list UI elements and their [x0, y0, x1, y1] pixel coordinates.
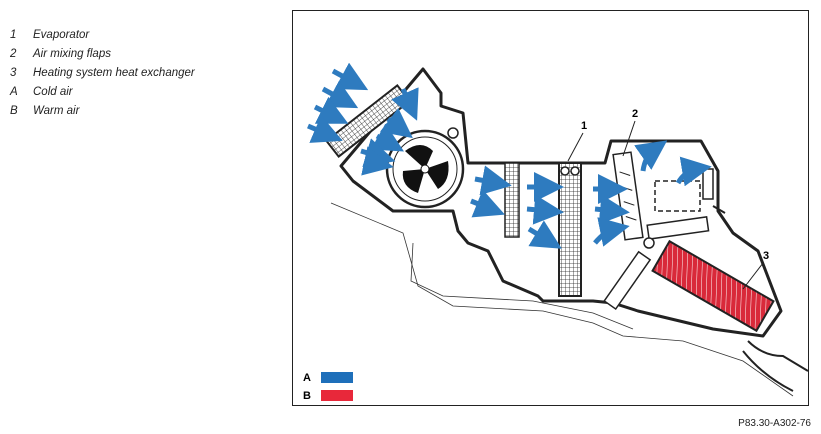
legend-key: B: [10, 104, 18, 117]
airflow-arrow: [321, 80, 359, 109]
swatch-label-b: B: [303, 390, 311, 402]
legend-key: 3: [10, 66, 17, 79]
outlet-flap: [702, 168, 714, 200]
airflow-arrow: [527, 220, 562, 249]
airflow-arrow: [634, 140, 668, 172]
airflow-arrow: [675, 156, 712, 187]
legend-label: Cold air: [33, 85, 73, 98]
defrost-flap: [646, 216, 710, 240]
hvac-diagram: 1 2 3 A B: [303, 62, 809, 402]
legend-label: Evaporator: [33, 28, 90, 41]
callout-air-mixing-flaps: 2: [632, 108, 638, 120]
legend-label: Air mixing flaps: [33, 47, 111, 60]
airflow-arrow: [526, 194, 564, 225]
legend-label: Heating system heat exchanger: [33, 66, 195, 79]
airflow-arrow: [391, 87, 419, 121]
legend-list: 1 Evaporator 2 Air mixing flaps 3 Heatin…: [10, 25, 195, 120]
swatch-cold-air: [321, 372, 353, 383]
swatch-warm-air: [321, 390, 353, 401]
coolant-pipe: [742, 350, 794, 392]
legend-item-cold-air: A Cold air: [10, 82, 195, 101]
airflow-arrow: [474, 165, 512, 196]
legend-item-warm-air: B Warm air: [10, 101, 195, 120]
cold-air-arrows: [307, 62, 712, 249]
airflow-arrow: [331, 62, 369, 91]
coolant-pipe: [747, 340, 809, 372]
footwell-flap: [603, 250, 652, 311]
legend-key: 2: [10, 47, 17, 60]
callout-evaporator: 1: [581, 120, 587, 132]
airflow-arrow: [593, 217, 630, 247]
heater-core: [651, 239, 775, 333]
outlet-duct: [654, 180, 701, 212]
legend-item-air-mixing-flaps: 2 Air mixing flaps: [10, 44, 195, 63]
legend-label: Warm air: [33, 104, 80, 117]
callout-heat-exchanger: 3: [763, 250, 769, 262]
flap-pivot: [643, 237, 655, 249]
airflow-arrow: [313, 96, 349, 124]
airflow-arrow: [594, 194, 630, 225]
legend-item-heat-exchanger: 3 Heating system heat exchanger: [10, 63, 195, 82]
airflow-arrow: [307, 115, 343, 143]
airflow-arrow: [470, 189, 505, 218]
airflow-arrow: [361, 146, 394, 176]
swatch-label-a: A: [303, 372, 311, 384]
legend-key: A: [10, 85, 18, 98]
legend-item-evaporator: 1 Evaporator: [10, 25, 195, 44]
evaporator: [558, 162, 582, 297]
figure-caption: P83.30-A302-76: [738, 418, 811, 429]
pollen-filter: [504, 162, 520, 238]
body-outline-line: [330, 202, 794, 397]
body-outline-line: [410, 242, 634, 330]
diagram-frame: 1 2 3 A B: [292, 10, 809, 406]
legend-key: 1: [10, 28, 17, 41]
